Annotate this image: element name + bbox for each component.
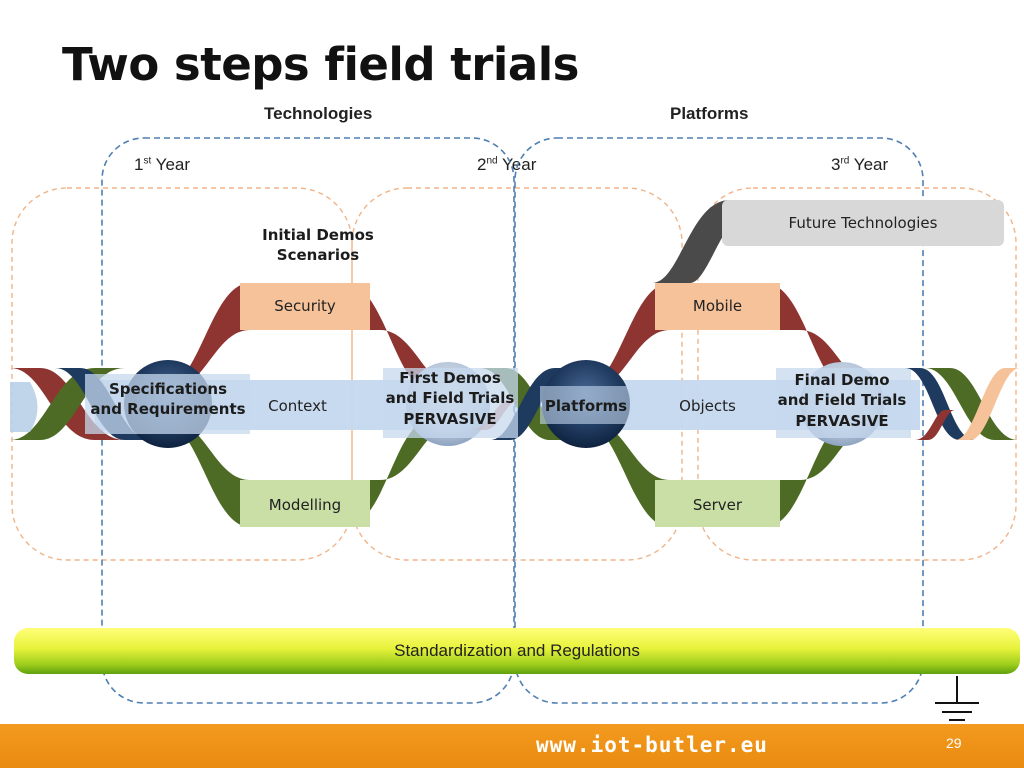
specifications-label-box — [85, 374, 250, 434]
standardization-label: Standardization and Regulations — [394, 641, 640, 660]
year-3-region — [697, 187, 1017, 561]
mobile-label: Mobile — [692, 297, 743, 315]
header-technologies: Technologies — [264, 104, 373, 123]
year-1-label: 1st Year — [134, 155, 191, 174]
first-demos-label-box — [383, 368, 518, 438]
security-band — [240, 283, 370, 330]
security-label: Security — [274, 297, 336, 315]
context-label: Context — [268, 397, 327, 415]
server-label: Server — [692, 496, 743, 514]
objects-label: Objects — [679, 397, 736, 415]
year-2-region-a — [351, 187, 683, 561]
incoming-ribbon-green — [10, 368, 125, 440]
year-2-label: 2nd Year — [477, 155, 537, 174]
platforms-node-label: Platforms — [544, 397, 628, 415]
platforms-label-box — [540, 386, 632, 424]
future-band — [722, 200, 1004, 246]
future-ribbon — [652, 200, 765, 283]
modelling-ribbon-green — [160, 420, 460, 527]
year-3-label: 3rd Year — [831, 155, 889, 174]
modelling-band — [240, 480, 370, 527]
outgoing-ribbon-peach — [955, 368, 1020, 440]
outgoing-ribbon-navy — [905, 368, 975, 440]
slide-title: Two steps field trials — [62, 38, 579, 91]
final-demo-label-box — [776, 368, 911, 438]
ground-icon — [935, 676, 979, 721]
page-number: 29 — [946, 735, 962, 751]
platforms-region — [514, 137, 924, 704]
outgoing-ribbon-green — [925, 368, 1018, 440]
footer-website: www.iot-butler.eu — [536, 733, 768, 757]
future-technologies-label: Future Technologies — [788, 214, 938, 232]
server-band — [655, 480, 780, 527]
footer-bar — [0, 724, 1024, 768]
mobile-band — [655, 283, 780, 330]
header-platforms: Platforms — [670, 104, 749, 123]
outgoing-ribbon-red — [915, 410, 955, 440]
modelling-label: Modelling — [268, 496, 342, 514]
standardization-bar: Standardization and Regulations — [14, 628, 1020, 674]
year-1-region — [11, 187, 353, 561]
security-ribbon-red — [160, 283, 460, 390]
incoming-ribbon-blue — [10, 382, 38, 432]
